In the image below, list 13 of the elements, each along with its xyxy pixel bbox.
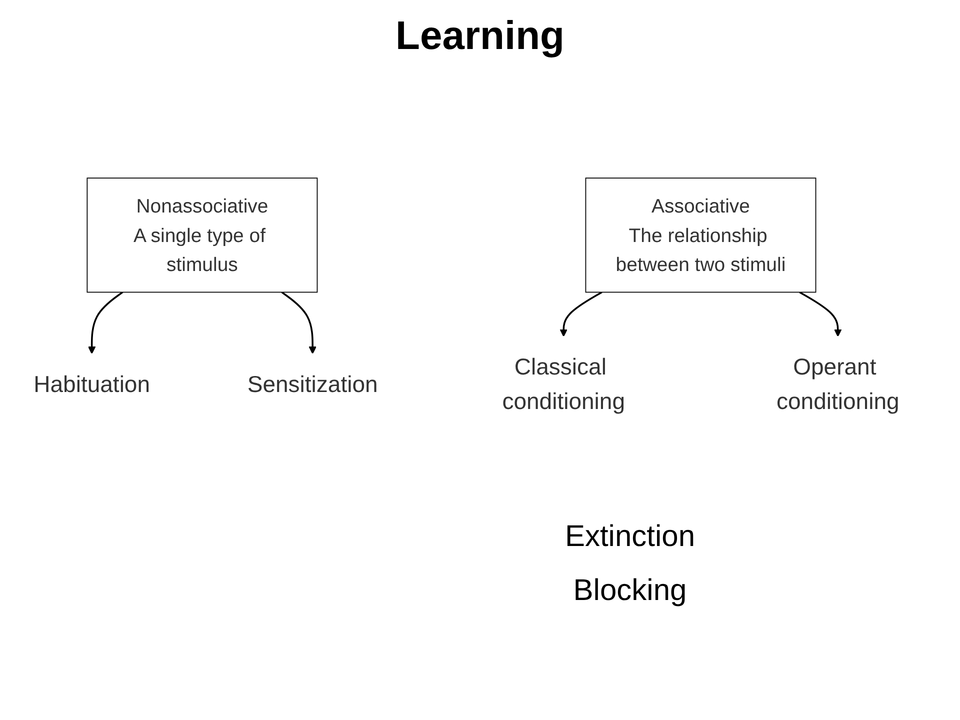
node-text: Habituation bbox=[34, 370, 150, 398]
term-label: Extinction bbox=[564, 520, 696, 554]
arrow bbox=[799, 291, 842, 337]
arrow bbox=[88, 291, 124, 354]
node-text: Operant conditioning bbox=[776, 353, 900, 414]
arrow bbox=[281, 291, 316, 354]
node-box: Associative The relationship between two stimuli bbox=[585, 178, 816, 293]
node-text: Sensitization bbox=[247, 370, 378, 398]
arrow bbox=[560, 291, 602, 337]
term-label: Blocking bbox=[573, 574, 687, 608]
node-box: Nonassociative A single type of stimulus bbox=[86, 178, 318, 293]
diagram-title: Learning bbox=[394, 14, 566, 59]
node-text: Classical conditioning bbox=[502, 353, 625, 414]
